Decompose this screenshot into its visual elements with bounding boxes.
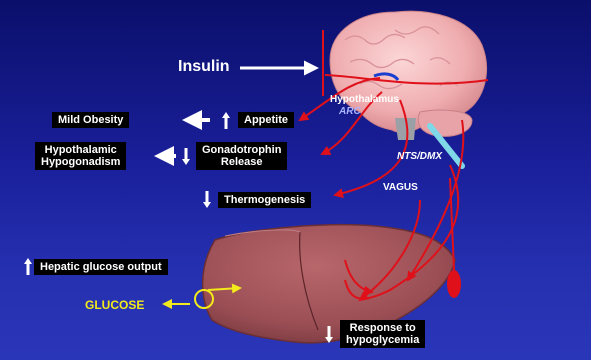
hypothalamic-hypogonadism-box: Hypothalamic Hypogonadism bbox=[35, 142, 126, 170]
glucose-label: GLUCOSE bbox=[85, 298, 144, 312]
response-to-hypoglycemia-box: Response to hypoglycemia bbox=[340, 320, 425, 348]
arc-label: ARC bbox=[339, 106, 361, 117]
adrenal-oval bbox=[447, 270, 461, 298]
appetite-box: Appetite bbox=[238, 112, 294, 128]
down-arrow-icon bbox=[182, 148, 190, 165]
up-arrow-icon bbox=[222, 112, 230, 129]
gonadotrophin-line-2: Release bbox=[202, 156, 281, 168]
up-arrow-icon bbox=[24, 258, 32, 275]
vagus-label: VAGUS bbox=[383, 182, 418, 193]
down-arrow-icon bbox=[203, 191, 211, 208]
gonadotrophin-release-box: Gonadotrophin Release bbox=[196, 142, 287, 170]
response-line-2: hypoglycemia bbox=[346, 334, 419, 346]
nts-dmx-label: NTS/DMX bbox=[397, 151, 442, 162]
response-line-1: Response to bbox=[346, 322, 419, 334]
mild-obesity-box: Mild Obesity bbox=[52, 112, 129, 128]
hypothalamus-label: Hypothalamus bbox=[330, 94, 399, 105]
down-arrow-icon bbox=[325, 326, 333, 343]
insulin-label: Insulin bbox=[178, 58, 230, 76]
thermogenesis-box: Thermogenesis bbox=[218, 192, 311, 208]
hypogonadism-line-1: Hypothalamic bbox=[41, 144, 120, 156]
gonadotrophin-line-1: Gonadotrophin bbox=[202, 144, 281, 156]
hepatic-glucose-output-box: Hepatic glucose output bbox=[34, 259, 168, 275]
hypogonadism-line-2: Hypogonadism bbox=[41, 156, 120, 168]
